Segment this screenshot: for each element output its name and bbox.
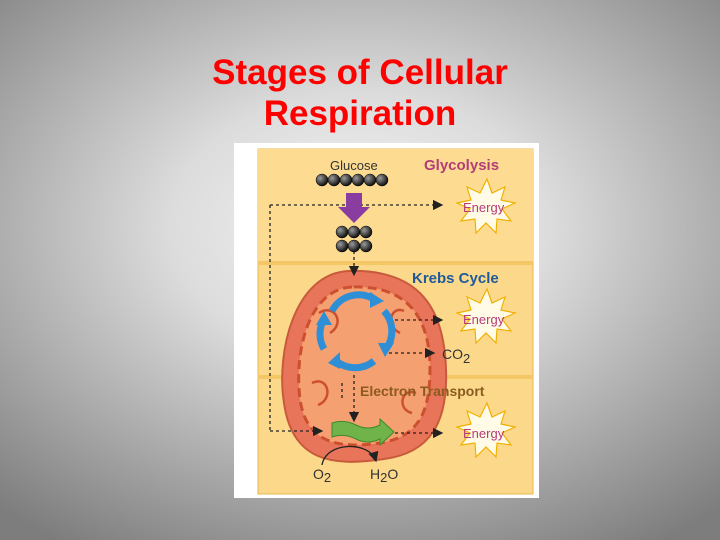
title-line-1: Stages of Cellular: [212, 53, 508, 92]
energy-star-electron-transport: Energy: [455, 401, 517, 459]
stage-title-krebs-cycle: Krebs Cycle: [412, 270, 499, 287]
stage-title-electron-transport: Electron Transport: [360, 383, 485, 399]
energy-star-glycolysis: Energy: [455, 177, 517, 235]
energy-star-krebs: Energy: [455, 287, 517, 345]
slide-title: Stages of Cellular Respiration: [0, 52, 720, 134]
o2-to-h2o-arrow: [321, 445, 379, 466]
pyruvate-molecules: [335, 225, 373, 253]
h2o-label: H2O: [370, 466, 398, 485]
glucose-label: Glucose: [330, 158, 378, 173]
energy-label-krebs: Energy: [463, 312, 505, 327]
electron-transport-arrow: [331, 417, 395, 447]
title-line-2: Respiration: [263, 94, 457, 133]
energy-label-glycolysis: Energy: [463, 200, 505, 215]
co2-label: CO2: [442, 346, 470, 366]
energy-label-electron-transport: Energy: [463, 426, 505, 441]
o2-label: O2: [313, 466, 331, 485]
diagram-svg: Glucose Glycolysis Krebs Cycle Electron …: [257, 148, 534, 495]
stage-title-glycolysis: Glycolysis: [424, 157, 499, 174]
krebs-cycle-arrowheads: [316, 292, 394, 369]
glucose-molecule: [315, 173, 389, 187]
respiration-diagram: Glucose Glycolysis Krebs Cycle Electron …: [234, 143, 539, 498]
conversion-arrow: [338, 193, 370, 223]
